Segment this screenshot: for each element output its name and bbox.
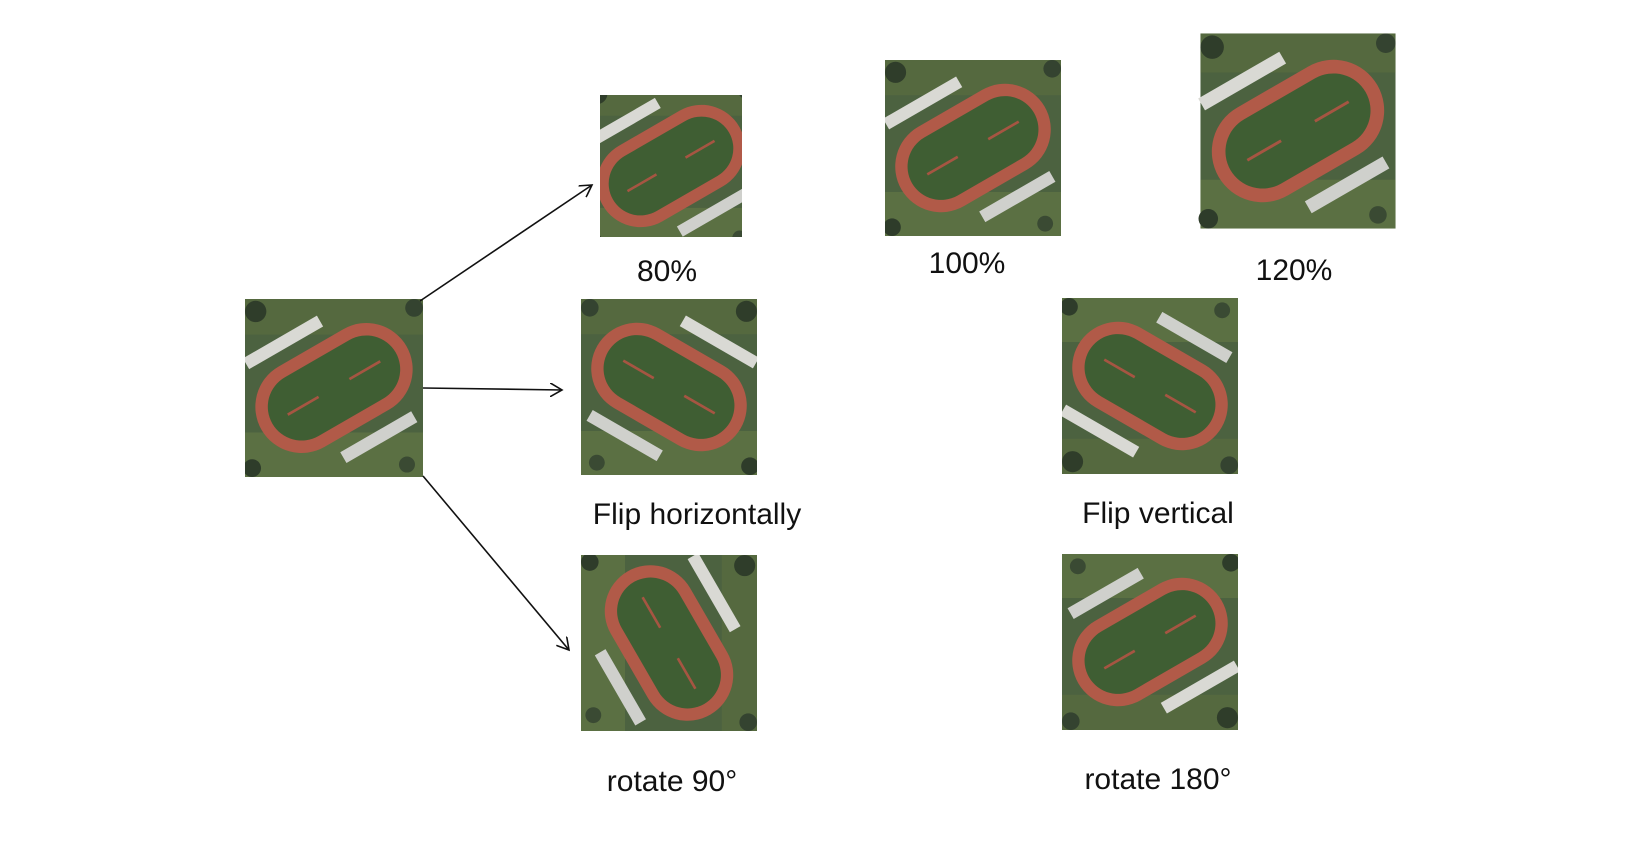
flip-vertical-caption: Flip vertical <box>1082 497 1234 530</box>
scale-100-caption: 100% <box>928 247 1006 280</box>
arrow-to-rotate <box>422 475 569 650</box>
rotate-180-caption: rotate 180° <box>1084 763 1232 796</box>
scale-80-caption: 80% <box>636 255 698 288</box>
rotate-90-caption: rotate 90° <box>606 765 738 798</box>
arrow-to-flip <box>422 388 562 390</box>
flip-horizontal-caption: Flip horizontally <box>592 498 802 531</box>
scale-120-caption: 120% <box>1255 254 1333 287</box>
arrow-to-scale <box>419 185 592 302</box>
